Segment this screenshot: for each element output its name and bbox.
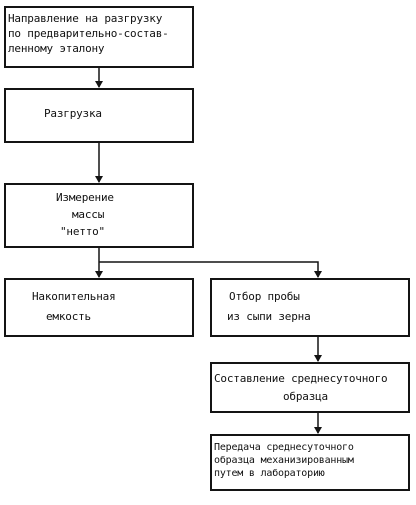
step-daily-sample-box xyxy=(210,362,410,413)
step-mass-measurement-line-2: массы xyxy=(72,208,105,221)
step-storage-box xyxy=(4,278,194,337)
step-mass-measurement-line-1: Измерение xyxy=(56,191,114,204)
step-storage-line-1: Накопительная xyxy=(32,290,116,303)
step-storage-line-2: емкость xyxy=(46,310,91,323)
step-unloading-box xyxy=(4,88,194,143)
step-unload-direction-line-2: по предварительно-состав- xyxy=(8,27,169,40)
step-sampling-box xyxy=(210,278,410,337)
arrow-mass-measurement-to-sampling xyxy=(99,261,322,278)
step-lab-transfer-line-1: Передача среднесуточного xyxy=(214,442,354,453)
step-mass-measurement-box xyxy=(4,183,194,248)
step-unload-direction-line-3: ленному эталону xyxy=(8,42,105,55)
step-unload-direction-box xyxy=(4,6,194,68)
step-lab-transfer-line-3: путем в лабораторию xyxy=(214,468,325,479)
step-lab-transfer-box xyxy=(210,434,410,491)
step-unloading-label: Разгрузка xyxy=(44,107,102,120)
step-lab-transfer-line-2: образца механизированным xyxy=(214,455,354,466)
step-sampling-line-2: из сыпи зерна xyxy=(227,310,311,323)
step-daily-sample-line-2: образца xyxy=(283,390,328,403)
step-mass-measurement-line-3: "нетто" xyxy=(60,225,105,238)
step-sampling-line-1: Отбор пробы xyxy=(229,290,300,303)
step-daily-sample-line-1: Составление среднесуточного xyxy=(214,372,388,385)
step-unload-direction-line-1: Направление на разгрузку xyxy=(8,12,163,25)
